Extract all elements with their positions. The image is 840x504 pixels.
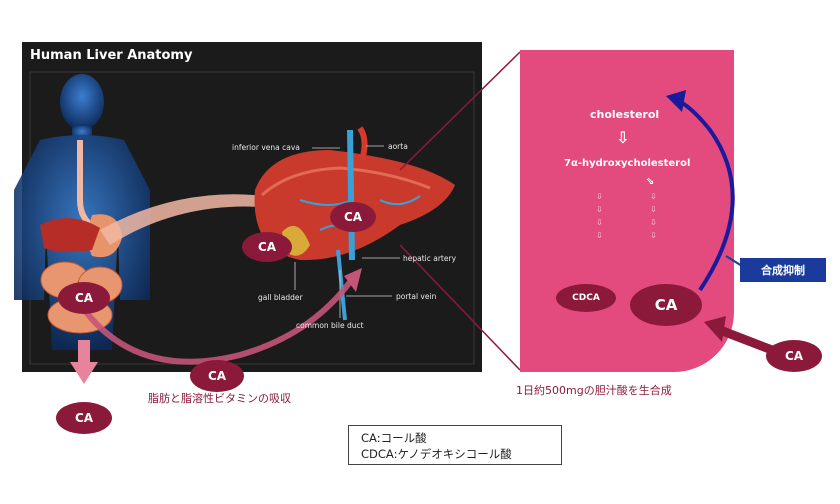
absorption-caption: 脂肪と脂溶性ビタミンの吸収 <box>148 392 291 405</box>
hydroxycholesterol-label: 7α-hydroxycholesterol <box>564 158 691 169</box>
ca-badge-right-outside: CA <box>766 340 822 372</box>
zoom-line-top <box>399 51 521 171</box>
label-portal-vein: portal vein <box>396 292 437 301</box>
feedback-arrow <box>675 98 735 292</box>
inflow-arrow <box>718 325 774 355</box>
cdca-badge: CDCA <box>556 284 616 312</box>
cholesterol-label: cholesterol <box>590 108 660 121</box>
label-inferior-vena-cava: inferior vena cava <box>232 143 300 152</box>
label-hepatic-artery: hepatic artery <box>403 254 457 263</box>
cholesterol-arrow: ⇩ <box>616 128 630 147</box>
enterohepatic-arrow <box>83 280 353 365</box>
zoom-line-bottom <box>399 244 521 371</box>
legend-box: CA:コール酸 CDCA:ケノデオキシコール酸 <box>348 425 562 465</box>
human-body-figure <box>14 74 150 350</box>
ca-badge-intestine: CA <box>58 282 110 314</box>
branch-arrow: ⇘ <box>646 176 655 187</box>
label-gall-bladder: gall bladder <box>258 293 303 302</box>
synthesis-suppression-label: 合成抑制 <box>740 258 826 282</box>
ca-badge-synthesis: CA <box>630 284 702 326</box>
legend-cdca: CDCA:ケノデオキシコール酸 <box>361 447 512 461</box>
ca-path-arrows: ⇩ ⇩ ⇩ ⇩ <box>650 192 657 240</box>
legend-ca: CA:コール酸 <box>361 431 427 445</box>
label-common-bile-duct: common bile duct <box>296 321 364 330</box>
excretion-arrow-head <box>70 362 98 384</box>
ca-badge-bottom-center: CA <box>190 360 244 392</box>
ca-badge-liver-right: CA <box>330 202 376 232</box>
label-aorta: aorta <box>388 142 408 151</box>
excretion-arrow-shaft <box>78 340 90 364</box>
cdca-path-arrows: ⇩ ⇩ ⇩ ⇩ <box>596 192 603 240</box>
ca-badge-excreted: CA <box>56 402 112 434</box>
synthesis-panel <box>520 50 734 372</box>
ca-badge-liver-left: CA <box>242 232 292 262</box>
panel-title: Human Liver Anatomy <box>30 48 193 63</box>
synthesis-caption: 1日約500mgの胆汁酸を生合成 <box>516 384 672 397</box>
